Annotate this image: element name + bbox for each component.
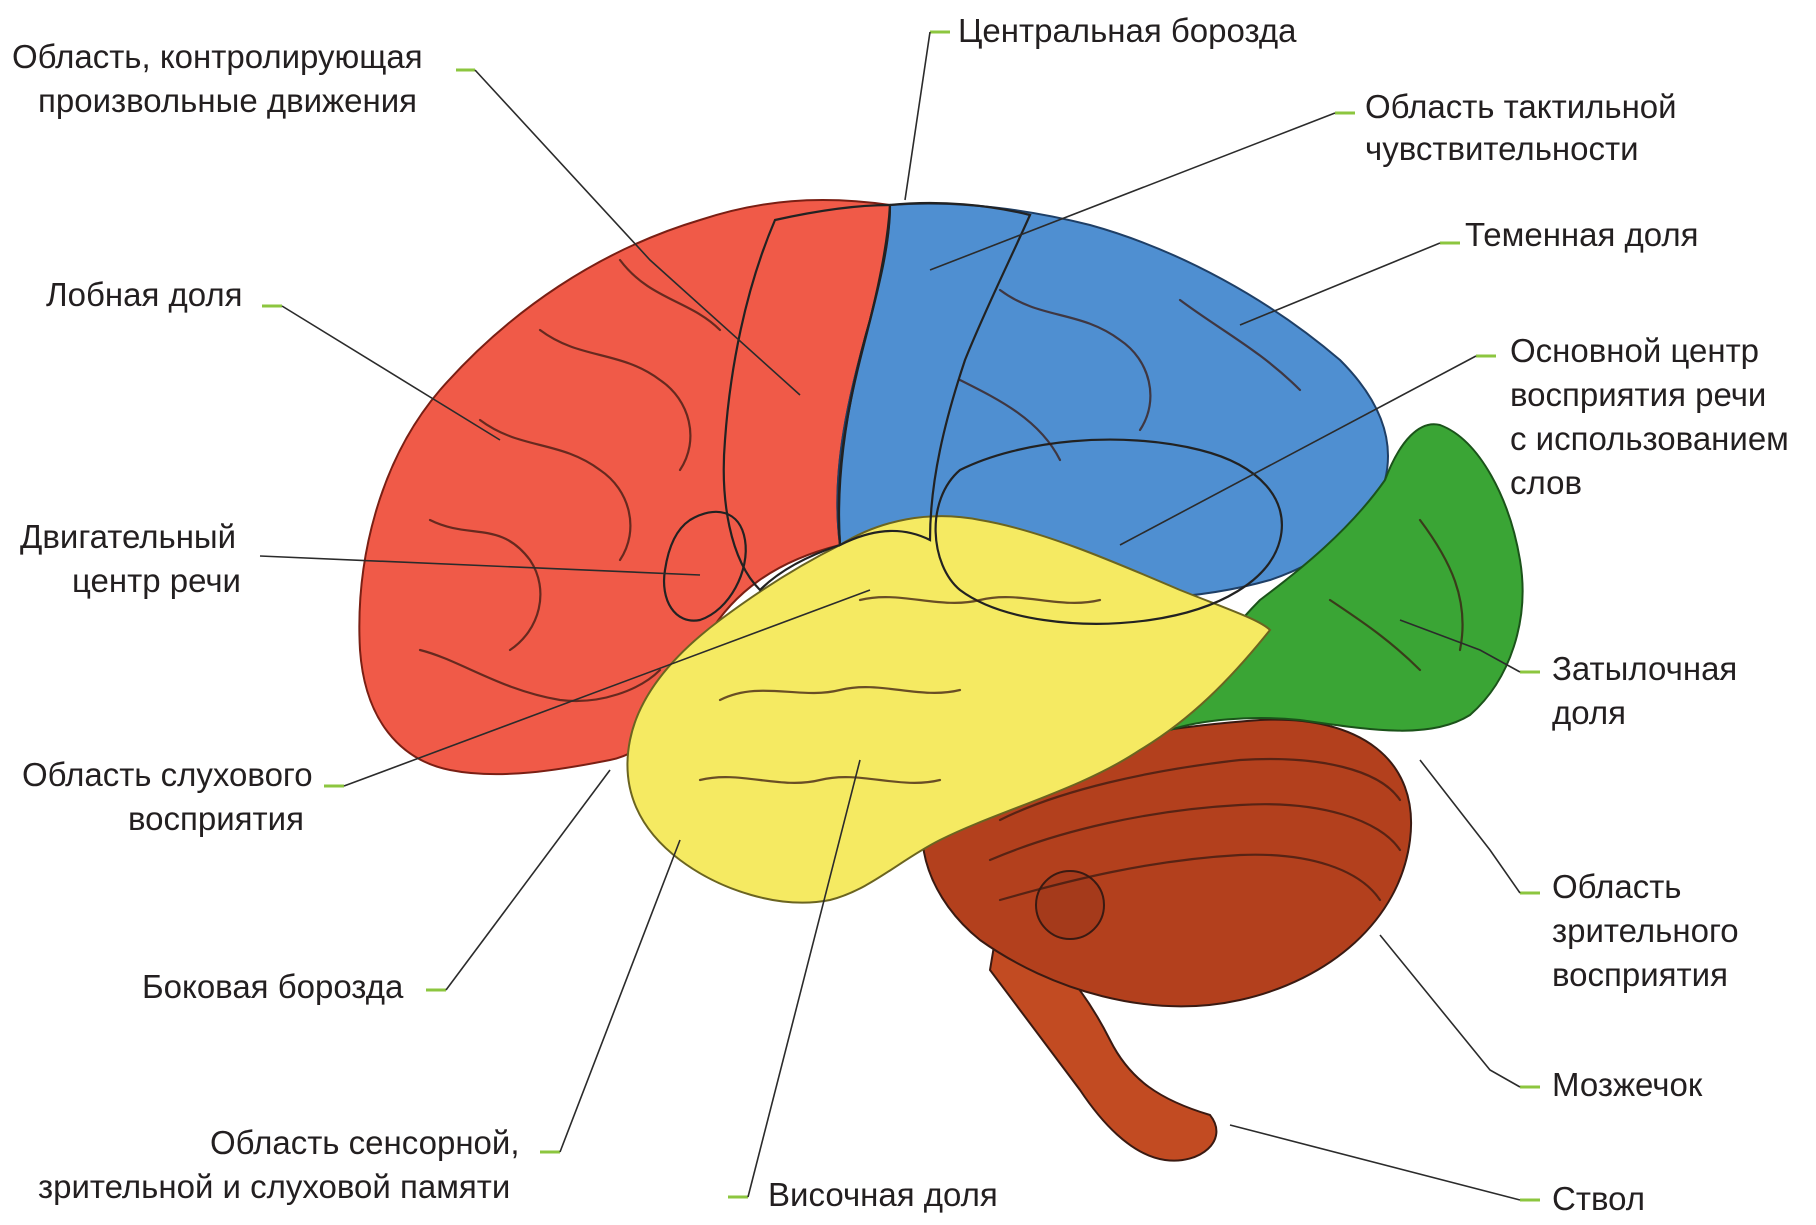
- label-occipital-line2: доля: [1552, 694, 1626, 731]
- label-auditory-line1: Область слухового: [22, 756, 313, 793]
- label-occipital-line1: Затылочная: [1552, 650, 1737, 687]
- label-speech-perception-line1: Основной центр: [1510, 332, 1759, 369]
- label-tactile-line1: Область тактильной: [1365, 88, 1677, 125]
- label-visual-line3: восприятия: [1552, 956, 1728, 993]
- label-memory-line2: зрительной и слуховой памяти: [38, 1168, 510, 1205]
- label-speech-perception-line3: с использованием: [1510, 420, 1789, 457]
- label-speech-perception-line2: восприятия речи: [1510, 376, 1766, 413]
- label-temporal-lobe: Височная доля: [768, 1176, 998, 1213]
- label-parietal-lobe: Теменная доля: [1465, 216, 1699, 253]
- label-speech-perception-line4: слов: [1510, 464, 1582, 501]
- label-voluntary-movement-line1: Область, контролирующая: [12, 38, 423, 75]
- label-visual-line1: Область: [1552, 868, 1682, 905]
- label-tactile-line2: чувствительности: [1365, 130, 1639, 167]
- label-motor-speech-line2: центр речи: [72, 562, 241, 599]
- label-visual-line2: зрительного: [1552, 912, 1739, 949]
- label-voluntary-movement-line2: произвольные движения: [38, 82, 417, 119]
- label-motor-speech-line1: Двигательный: [20, 518, 236, 555]
- label-frontal-lobe: Лобная доля: [46, 276, 243, 313]
- label-central-sulcus: Центральная борозда: [958, 12, 1297, 49]
- label-memory-line1: Область сенсорной,: [210, 1124, 520, 1161]
- label-cerebellum: Мозжечок: [1552, 1066, 1703, 1103]
- label-lateral-sulcus: Боковая борозда: [142, 968, 404, 1005]
- label-auditory-line2: восприятия: [128, 800, 304, 837]
- label-stem: Ствол: [1552, 1180, 1645, 1217]
